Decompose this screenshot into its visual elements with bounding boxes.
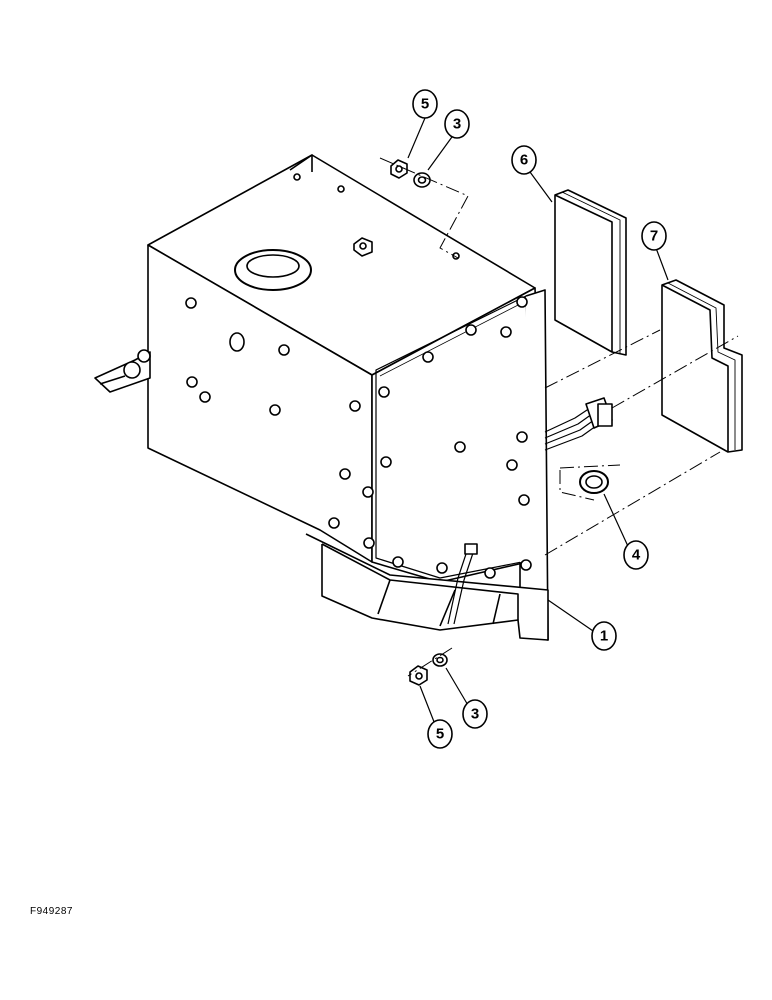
callout-label: 7: [650, 228, 658, 245]
callout-1: 1: [591, 621, 617, 651]
mounting-bracket: [305, 533, 549, 641]
callout-label: 5: [421, 96, 429, 113]
callout-5-bottom: 5: [427, 719, 453, 749]
callout-label: 3: [471, 706, 479, 723]
callout-7: 7: [641, 221, 667, 251]
callout-label: 6: [520, 152, 528, 169]
grommet: [579, 470, 609, 494]
pad-part-6: [554, 189, 627, 356]
left-face-bolts: [185, 297, 375, 549]
figure-id: F949287: [30, 906, 73, 917]
callout-3-bottom: 3: [462, 699, 488, 729]
callout-label: 5: [436, 726, 444, 743]
tank-assembly: [147, 154, 549, 641]
callout-label: 1: [600, 628, 608, 645]
tank-left-face: [147, 244, 373, 563]
callout-label: 3: [453, 116, 461, 133]
callout-label: 4: [632, 547, 641, 564]
callout-6: 6: [511, 145, 537, 175]
callout-3-top: 3: [444, 109, 470, 139]
front-panel-bolts: [378, 296, 532, 579]
wiring-harness: [544, 397, 613, 451]
top-nut: [353, 237, 373, 257]
pad-part-7: [661, 279, 743, 453]
side-latch: [94, 349, 151, 393]
callout-5-top: 5: [412, 89, 438, 119]
callout-4: 4: [623, 540, 649, 570]
hardware-bottom: [409, 653, 448, 686]
hardware-top: [390, 159, 431, 188]
centerlines: [379, 157, 739, 677]
